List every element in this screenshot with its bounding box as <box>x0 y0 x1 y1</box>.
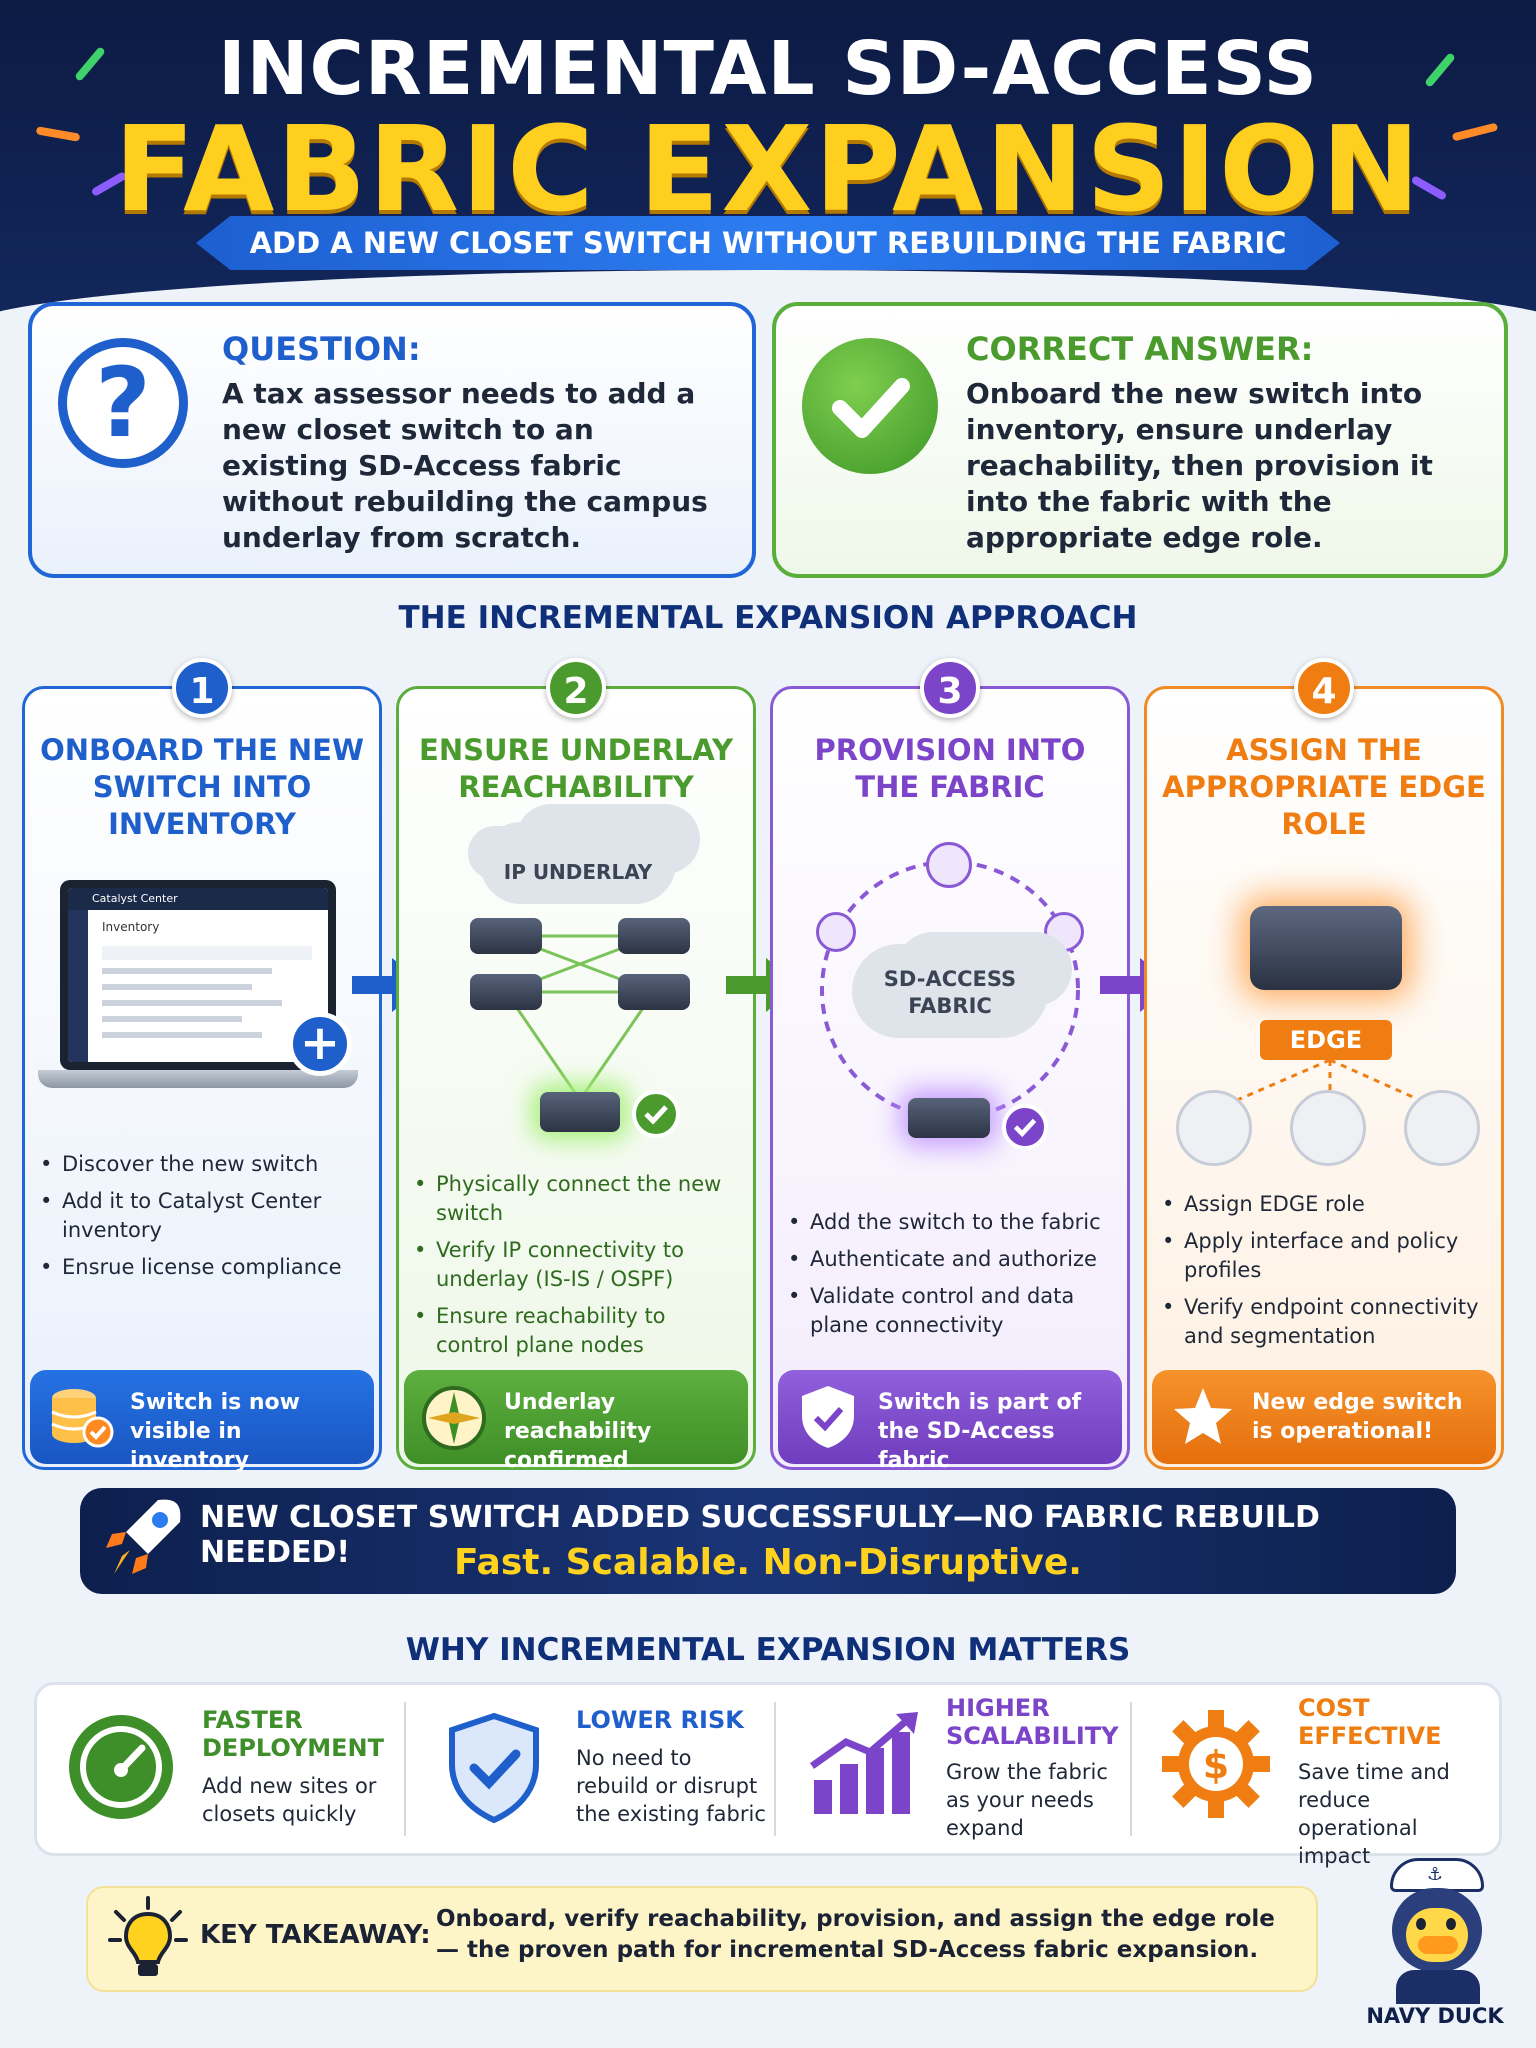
speedometer-icon <box>69 1715 173 1819</box>
step-4-bullet: Assign EDGE role <box>1162 1190 1482 1219</box>
step-2-footer: Underlay reachability confirmed <box>404 1370 748 1473</box>
check-badge-icon <box>632 1090 680 1138</box>
shield-check-icon <box>926 842 972 888</box>
shield-check-icon <box>1044 912 1084 952</box>
step-4-bullet: Apply interface and policy profiles <box>1162 1227 1482 1285</box>
banner-headline: NEW CLOSET SWITCH ADDED SUCCESSFULLY—NO … <box>200 1500 1320 1570</box>
new-switch-icon <box>540 1092 620 1132</box>
question-mark-icon: ? <box>58 338 188 468</box>
divider <box>1130 1702 1132 1836</box>
takeaway-panel <box>86 1886 1318 1992</box>
laptop-screen: Catalyst Center Inventory <box>60 880 336 1070</box>
step-4-bullet: Verify endpoint connectivity and segment… <box>1162 1293 1482 1351</box>
step-1-title: ONBOARD THE NEW SWITCH INTO INVENTORY <box>40 733 364 841</box>
switch-icon <box>470 918 542 954</box>
step-3-footer-text: Switch is part of the SD-Access fabric <box>878 1390 1082 1473</box>
navy-duck-mascot: ⚓ <box>1362 1858 1512 2008</box>
step-1-bullet: Discover the new switch <box>40 1150 360 1179</box>
step-3-bullet: Add the switch to the fabric <box>788 1208 1108 1237</box>
wifi-icon <box>1290 1090 1366 1166</box>
growth-chart-icon <box>809 1712 918 1814</box>
check-badge-icon <box>1002 1104 1048 1150</box>
step-4-footer-text: New edge switch is operational! <box>1252 1390 1463 1444</box>
cloud-label: SD-ACCESS FABRIC <box>883 967 1017 1018</box>
why-item-text: No need to rebuild or disrupt the existi… <box>576 1746 766 1826</box>
anchor-icon: ⚓ <box>1426 1864 1444 1885</box>
step-1-bullet: Add it to Catalyst Center inventory <box>40 1187 360 1245</box>
svg-text:$: $ <box>1203 1743 1229 1787</box>
step-1-footer: Switch is now visible in inventory <box>30 1370 374 1473</box>
step-2-footer-text: Underlay reachability confirmed <box>504 1390 652 1473</box>
step-3-bullet: Authenticate and authorize <box>788 1245 1108 1274</box>
step-4-badge: 4 <box>1294 658 1354 718</box>
question-heading: QUESTION: <box>222 330 421 368</box>
success-banner <box>80 1488 1456 1594</box>
approach-heading: THE INCREMENTAL EXPANSION APPROACH <box>398 600 1138 636</box>
mascot-label: NAVY DUCK <box>1366 2004 1504 2028</box>
step-4-footer: New edge switch is operational! <box>1152 1370 1496 1464</box>
why-item-text: Add new sites or closets quickly <box>202 1774 377 1826</box>
divider <box>774 1702 776 1836</box>
dollar-gear-icon: $ <box>1162 1710 1270 1818</box>
step-2-bullet: Physically connect the new switch <box>414 1170 734 1228</box>
step-2-bullet: Verify IP connectivity to underlay (IS-I… <box>414 1236 734 1294</box>
compass-icon <box>422 1386 486 1450</box>
step-2-bullet: Ensure reachability to control plane nod… <box>414 1302 734 1360</box>
why-item-text: Grow the fabric as your needs expand <box>946 1760 1108 1840</box>
shield-check-icon <box>816 912 856 952</box>
lightbulb-icon <box>108 1896 188 1976</box>
banner-tagline: Fast. Scalable. Non-Disruptive. <box>454 1542 1082 1583</box>
switch-icon <box>618 918 690 954</box>
checkmark-icon <box>802 338 938 474</box>
database-check-icon <box>51 1389 114 1448</box>
step-2-badge: 2 <box>546 658 606 718</box>
laptop-page-title: Inventory <box>102 920 160 934</box>
cloud-label: IP UNDERLAY <box>503 860 653 884</box>
add-plus-icon: + <box>288 1012 352 1076</box>
edge-switch-icon <box>1250 906 1402 990</box>
title-line-2: FABRIC EXPANSION <box>113 100 1423 238</box>
subtitle-ribbon: ADD A NEW CLOSET SWITCH WITHOUT REBUILDI… <box>196 216 1340 270</box>
cloud-icon <box>852 944 1048 1038</box>
cloud-icon <box>480 822 676 904</box>
why-item-heading: COST EFFECTIVE <box>1298 1694 1442 1750</box>
takeaway-label: KEY TAKEAWAY: <box>200 1920 431 1950</box>
step-1-footer-text: Switch is now visible in inventory <box>130 1390 300 1473</box>
shield-check-icon <box>802 1386 854 1448</box>
step-2-title: ENSURE UNDERLAY REACHABILITY <box>419 733 733 804</box>
new-switch-icon <box>908 1098 990 1138</box>
why-item-heading: HIGHER SCALABILITY <box>946 1694 1119 1750</box>
why-heading: WHY INCREMENTAL EXPANSION MATTERS <box>405 1632 1131 1668</box>
why-item-heading: FASTER DEPLOYMENT <box>202 1706 385 1762</box>
step-3-bullet: Validate control and data plane connecti… <box>788 1282 1108 1340</box>
step-1-badge: 1 <box>172 658 232 718</box>
edge-role-label: EDGE <box>1260 1020 1392 1060</box>
title-line-1: INCREMENTAL SD-ACCESS <box>218 26 1318 112</box>
why-item-heading: LOWER RISK <box>576 1706 744 1734</box>
building-icon <box>1176 1090 1252 1166</box>
step-4-title: ASSIGN THE APPROPRIATE EDGE ROLE <box>1162 733 1486 841</box>
divider <box>404 1702 406 1836</box>
takeaway-text: Onboard, verify reachability, provision,… <box>436 1906 1275 1963</box>
laptop-sidebar <box>68 910 88 1062</box>
question-text: A tax assessor needs to add a new closet… <box>222 377 708 554</box>
rocket-icon <box>106 1499 181 1574</box>
switch-icon <box>618 974 690 1010</box>
step-1-bullet: Ensrue license compliance <box>40 1253 360 1282</box>
why-item-text: Save time and reduce operational impact <box>1298 1760 1450 1868</box>
step-3-title: PROVISION INTO THE FABRIC <box>814 733 1086 804</box>
switch-icon <box>470 974 542 1010</box>
camera-icon <box>1404 1090 1480 1166</box>
answer-heading: CORRECT ANSWER: <box>966 330 1314 368</box>
step-3-footer: Switch is part of the SD-Access fabric <box>778 1370 1122 1473</box>
shield-check-icon <box>449 1712 539 1824</box>
laptop-base <box>38 1070 358 1088</box>
answer-text: Onboard the new switch into inventory, e… <box>966 377 1433 554</box>
laptop-app-title: Catalyst Center <box>68 888 328 910</box>
star-icon <box>1174 1388 1232 1444</box>
step-3-badge: 3 <box>920 658 980 718</box>
